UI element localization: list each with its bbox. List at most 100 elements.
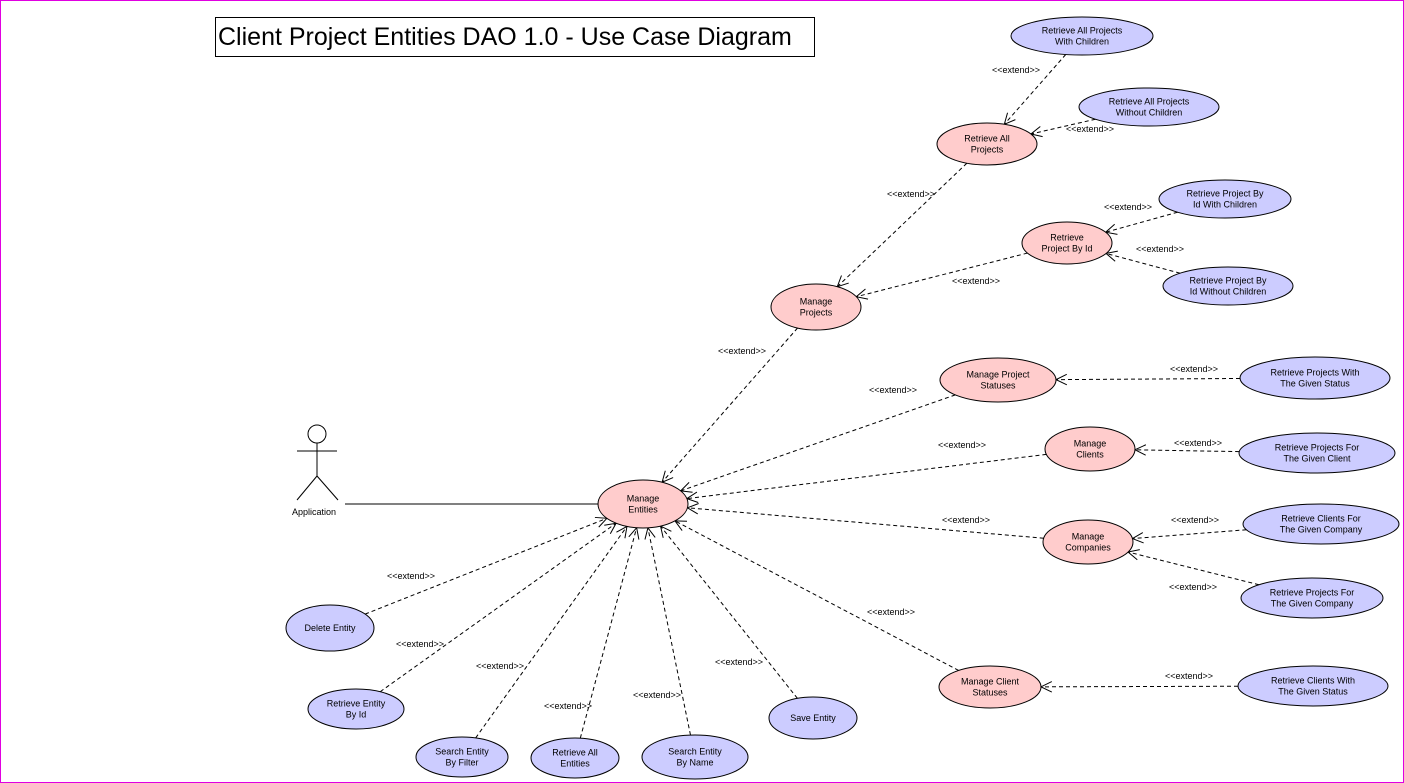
use-case-label-line: Search Entity bbox=[435, 747, 489, 757]
extend-save-entity-to-manage-entities: <<extend>> bbox=[659, 525, 798, 699]
extend-line bbox=[1132, 529, 1247, 540]
extend-label: <<extend>> bbox=[1170, 364, 1218, 374]
use-case-label-line: The Given Status bbox=[1278, 687, 1348, 697]
extend-retrieve-clients-with-given-status-to-manage-client-statuses: <<extend>> bbox=[1039, 671, 1239, 693]
extend-arrowhead bbox=[855, 288, 869, 300]
use-case-label-line: By Id bbox=[346, 710, 367, 720]
use-case-ellipse[interactable] bbox=[1010, 16, 1154, 56]
extend-retrieve-all-projects-without-children-to-retrieve-all-projects: <<extend>> bbox=[1029, 118, 1114, 138]
use-case-label-line: Delete Entity bbox=[304, 623, 356, 633]
use-case-ellipse[interactable] bbox=[1237, 665, 1389, 707]
extend-line bbox=[680, 394, 956, 492]
use-case-save-entity[interactable]: Save Entity bbox=[768, 696, 858, 740]
use-case-ellipse[interactable] bbox=[1078, 87, 1220, 127]
use-case-ellipse[interactable] bbox=[938, 665, 1042, 709]
extend-label: <<extend>> bbox=[1171, 515, 1219, 525]
use-case-label-line: Retrieve All bbox=[964, 134, 1010, 144]
use-case-ellipse[interactable] bbox=[1158, 179, 1292, 219]
extend-label: <<extend>> bbox=[396, 639, 444, 649]
use-case-label-line: Id With Children bbox=[1193, 200, 1257, 210]
extend-line bbox=[856, 252, 1028, 298]
use-case-ellipse[interactable] bbox=[1238, 432, 1396, 474]
use-case-label-line: Retrieve bbox=[1050, 233, 1084, 243]
extend-label: <<extend>> bbox=[1169, 582, 1217, 592]
use-case-ellipse[interactable] bbox=[939, 357, 1057, 403]
use-case-label-line: Entities bbox=[628, 505, 658, 515]
use-case-label-line: Manage bbox=[1074, 439, 1107, 449]
use-case-ellipse[interactable] bbox=[641, 734, 749, 780]
use-case-ellipse[interactable] bbox=[1042, 519, 1134, 565]
extend-delete-entity-to-manage-entities: <<extend>> bbox=[364, 516, 608, 615]
use-case-delete-entity[interactable]: Delete Entity bbox=[285, 604, 375, 652]
extend-retrieve-all-projects-with-children-to-retrieve-all-projects: <<extend>> bbox=[992, 54, 1067, 126]
use-case-label-line: Entities bbox=[560, 759, 590, 769]
use-case-label-line: The Given Company bbox=[1280, 525, 1363, 535]
extend-arrowhead bbox=[616, 525, 628, 539]
use-case-ellipse[interactable] bbox=[1021, 221, 1113, 265]
use-case-ellipse[interactable] bbox=[597, 479, 689, 529]
extend-manage-clients-to-manage-entities: <<extend>> bbox=[685, 440, 1047, 503]
extend-manage-companies-to-manage-entities: <<extend>> bbox=[686, 503, 1044, 539]
use-case-ellipse[interactable] bbox=[768, 696, 858, 740]
use-case-label-line: Manage Client bbox=[961, 677, 1020, 687]
use-case-ellipse[interactable] bbox=[1242, 503, 1400, 545]
use-case-label-line: By Filter bbox=[445, 758, 478, 768]
use-case-ellipse[interactable] bbox=[307, 688, 405, 730]
use-case-label-line: With Children bbox=[1055, 37, 1109, 47]
use-case-ellipse[interactable] bbox=[1239, 356, 1391, 400]
use-case-ellipse[interactable] bbox=[415, 736, 509, 778]
extend-retrieve-project-by-id-to-manage-projects: <<extend>> bbox=[855, 252, 1028, 300]
extend-line bbox=[661, 327, 798, 483]
use-case-ellipse[interactable] bbox=[285, 604, 375, 652]
extend-line bbox=[660, 525, 798, 699]
use-case-label-line: Retrieve Clients With bbox=[1271, 676, 1355, 686]
extend-retrieve-clients-for-given-company-to-manage-companies: <<extend>> bbox=[1131, 515, 1247, 544]
use-case-ellipse[interactable] bbox=[1240, 577, 1384, 619]
use-case-ellipse[interactable] bbox=[530, 737, 620, 779]
use-case-ellipse[interactable] bbox=[1162, 266, 1294, 306]
extend-label: <<extend>> bbox=[869, 385, 917, 395]
use-case-ellipse[interactable] bbox=[770, 283, 862, 331]
use-case-label: Delete Entity bbox=[304, 623, 356, 633]
use-case-ellipse[interactable] bbox=[936, 122, 1038, 166]
edges-layer: <<extend>><<extend>><<extend>><<extend>>… bbox=[345, 54, 1260, 739]
extend-retrieve-project-by-id-without-children-to-retrieve-project-by-id: <<extend>> bbox=[1104, 244, 1184, 274]
extend-line bbox=[579, 527, 638, 739]
use-case-label-line: Companies bbox=[1065, 543, 1111, 553]
use-case-ellipse[interactable] bbox=[1044, 426, 1136, 472]
use-case-label-line: Save Entity bbox=[790, 713, 836, 723]
use-case-label-line: Projects bbox=[800, 308, 833, 318]
